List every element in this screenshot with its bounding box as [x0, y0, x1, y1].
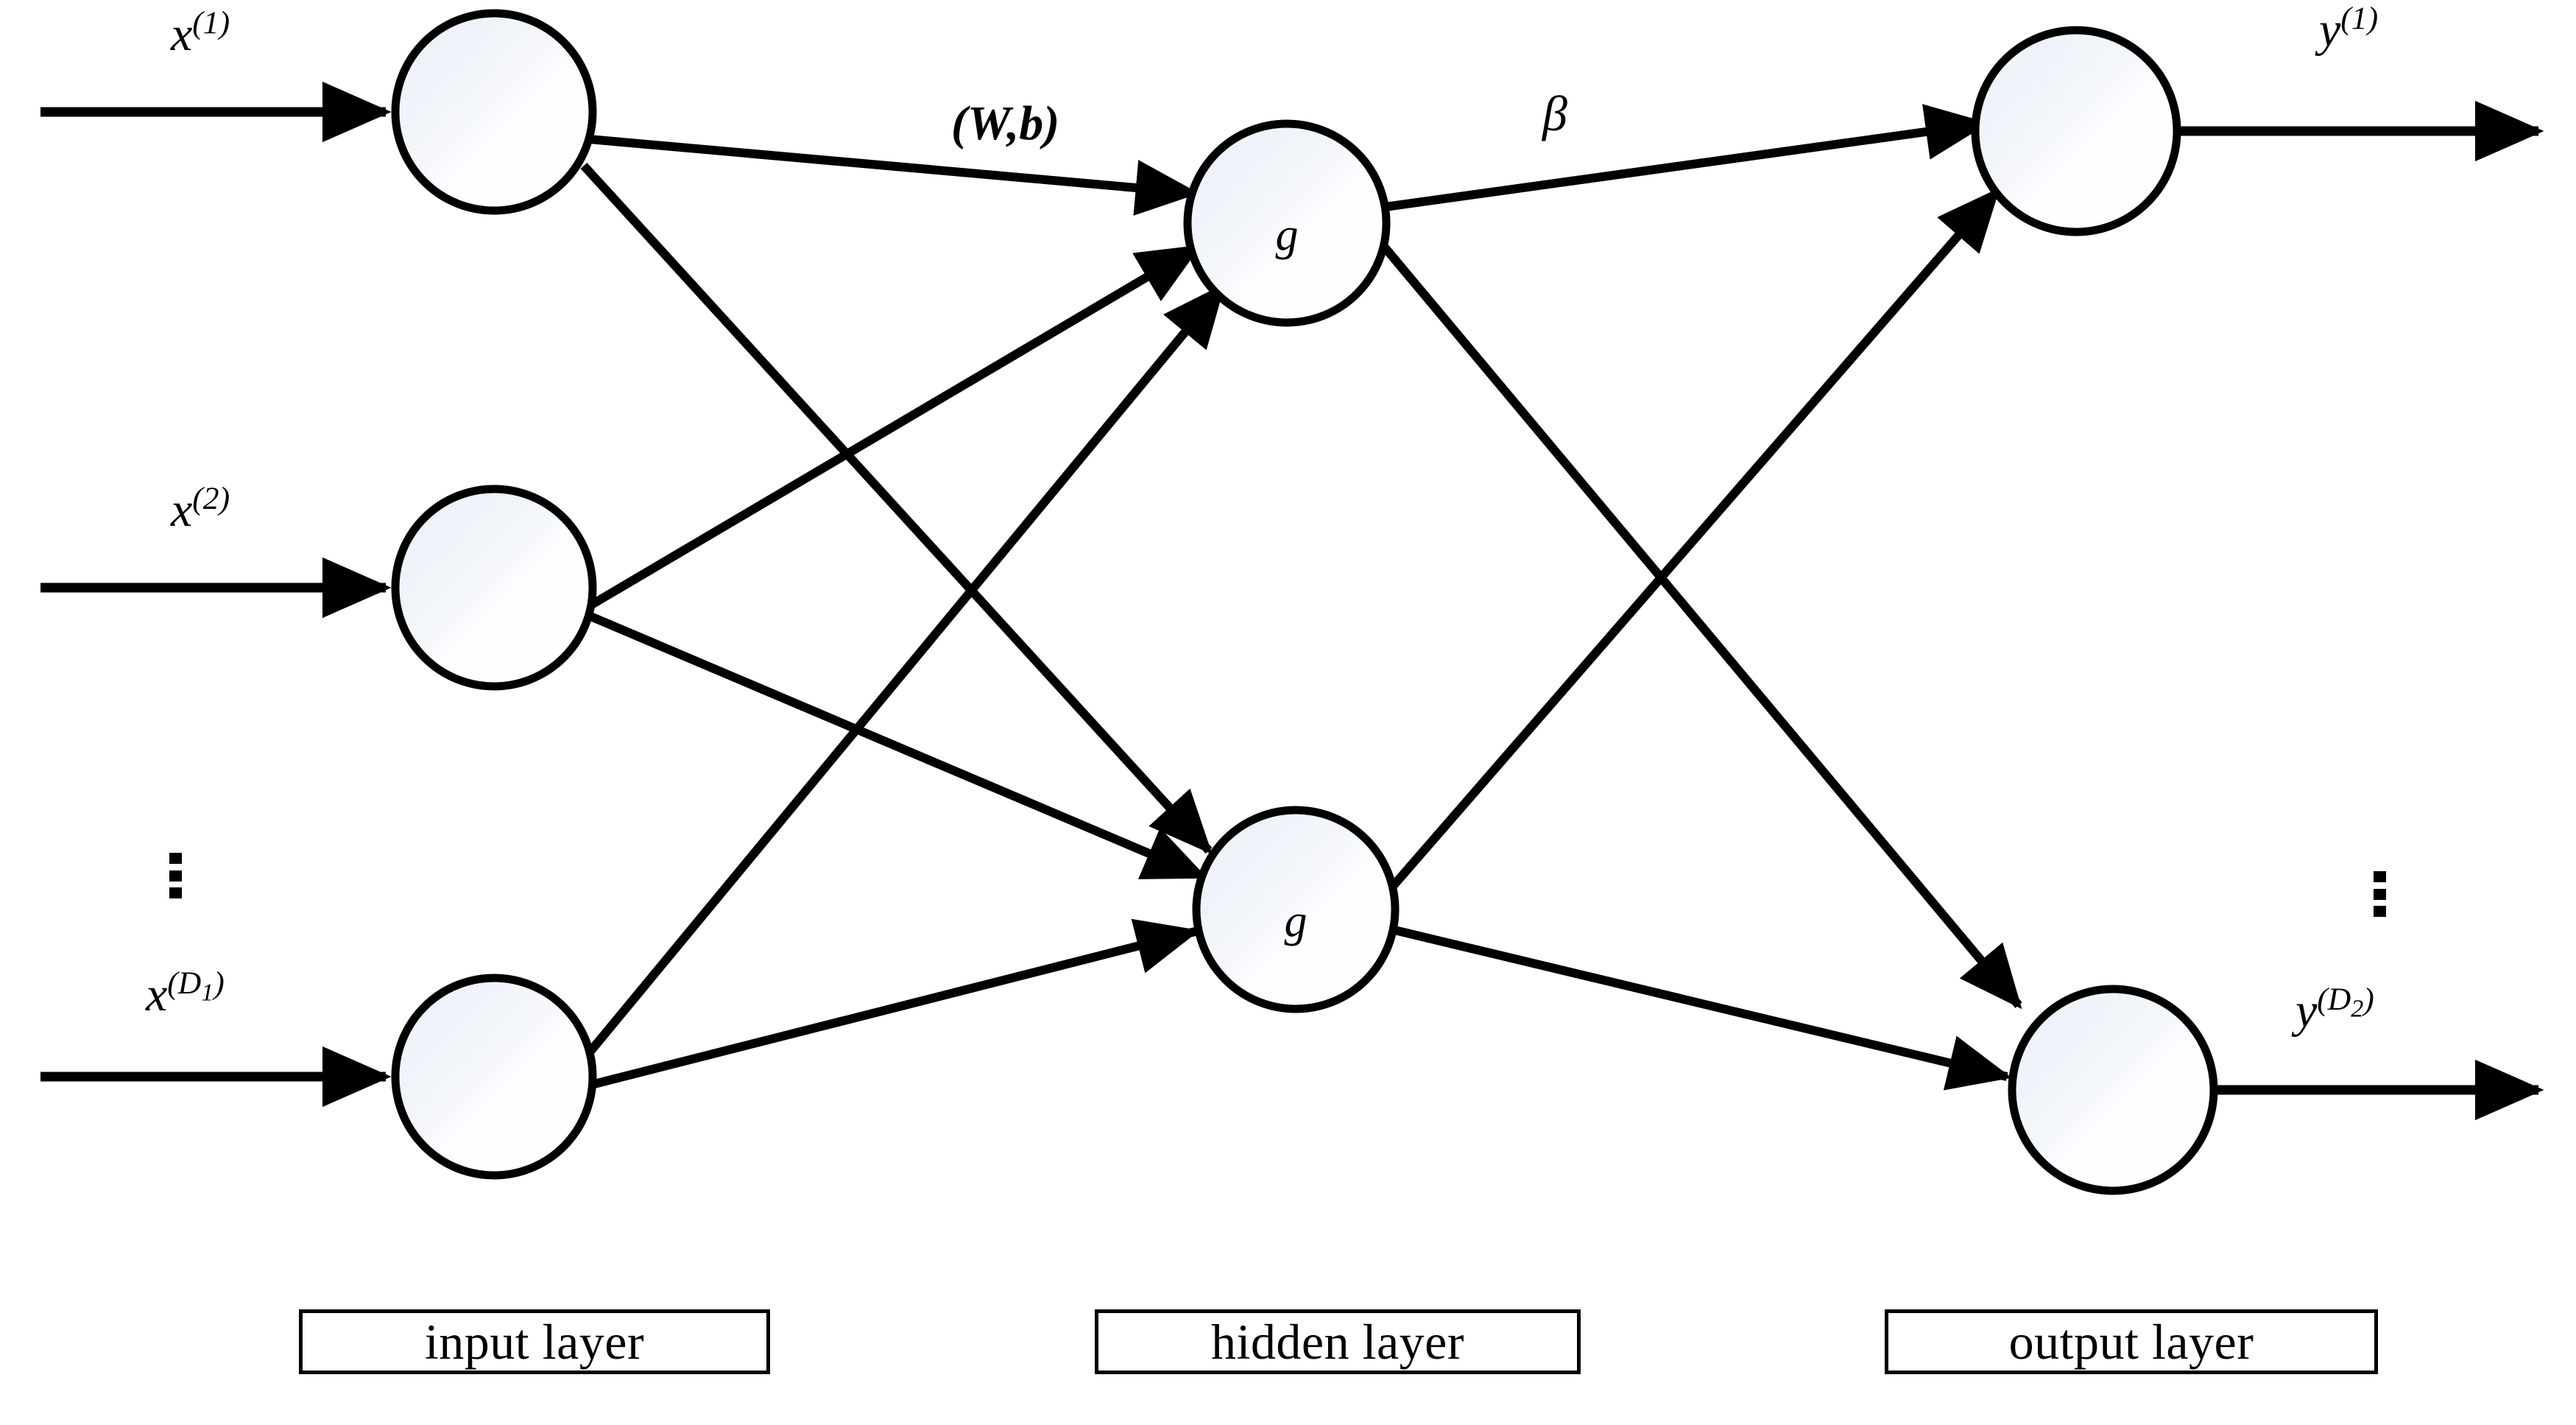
input-nodes — [391, 9, 597, 1180]
edge-h2-o1 — [1386, 187, 2000, 893]
weight-label-beta: β — [1542, 85, 1567, 141]
input-node-1[interactable] — [391, 9, 597, 215]
ellipsis-dot — [169, 853, 182, 864]
ellipsis-dot — [2374, 906, 2386, 917]
output-nodes — [1971, 26, 2218, 1195]
output-label-1-sup: (1) — [2340, 1, 2379, 36]
input-label-2: x(2) — [171, 482, 230, 537]
edges-input-to-hidden — [580, 135, 1226, 1089]
hidden-nodes: g g — [1183, 119, 1400, 1013]
hidden-node-2[interactable] — [1192, 806, 1400, 1013]
edge-in2-h1 — [587, 243, 1201, 610]
hidden-node-1[interactable] — [1183, 119, 1391, 327]
hidden-node-1-glyph: g — [1276, 210, 1299, 260]
input-label-3-sup-group: (D1) — [167, 965, 225, 1007]
input-label-2-base: x — [171, 483, 193, 537]
edge-in2-h2 — [587, 611, 1208, 881]
input-arrows — [40, 81, 392, 1108]
input-label-1-sup: (1) — [192, 5, 230, 41]
edge-in1-h2 — [580, 162, 1213, 855]
edge-in3-h2 — [590, 918, 1200, 1089]
input-label-3-sub: 1 — [201, 979, 214, 1007]
input-label-2-sup: (2) — [192, 481, 230, 516]
hidden-layer-box: hidden layer — [1095, 1309, 1581, 1374]
output-arrows — [2176, 100, 2544, 1121]
hidden-node-2-glyph: g — [1285, 896, 1308, 946]
edge-h1-o2 — [1377, 240, 2022, 1010]
ellipsis-dot — [169, 870, 182, 882]
output-label-1-base: y — [2319, 3, 2341, 57]
edge-h2-o2 — [1390, 925, 2012, 1091]
ellipsis-dot — [2374, 888, 2386, 900]
ellipsis-dot — [2374, 871, 2386, 882]
edge-h1-o1 — [1384, 104, 1989, 211]
input-label-3: x(D1) — [146, 967, 225, 1021]
left-vertical-ellipsis-icon — [169, 853, 182, 898]
input-layer-box: input layer — [299, 1309, 770, 1374]
output-label-2-sup: (D — [2317, 982, 2351, 1017]
input-node-2[interactable] — [391, 485, 597, 691]
output-label-2-sup-group: (D2) — [2317, 982, 2374, 1023]
edges-hidden-to-output — [1377, 104, 2022, 1091]
input-label-1: x(1) — [171, 7, 230, 61]
output-label-1: y(1) — [2319, 2, 2378, 57]
right-vertical-ellipsis-icon — [2374, 871, 2386, 917]
output-node-1[interactable] — [1971, 26, 2181, 236]
input-label-3-base: x — [146, 968, 168, 1021]
ellipsis-dot — [169, 887, 182, 898]
output-node-2[interactable] — [2008, 985, 2218, 1195]
edge-in1-h1 — [588, 135, 1199, 216]
edge-in3-h1 — [585, 283, 1226, 1056]
output-label-2-sub: 2 — [2351, 995, 2364, 1023]
input-label-3-sup: (D — [167, 965, 202, 1001]
output-label-2-base: y — [2296, 984, 2318, 1038]
output-layer-box: output layer — [1885, 1309, 2378, 1374]
input-label-1-base: x — [171, 7, 193, 61]
input-node-3[interactable] — [391, 974, 597, 1180]
output-label-2: y(D2) — [2296, 983, 2374, 1038]
weight-label-wb: (W,b) — [951, 96, 1060, 150]
